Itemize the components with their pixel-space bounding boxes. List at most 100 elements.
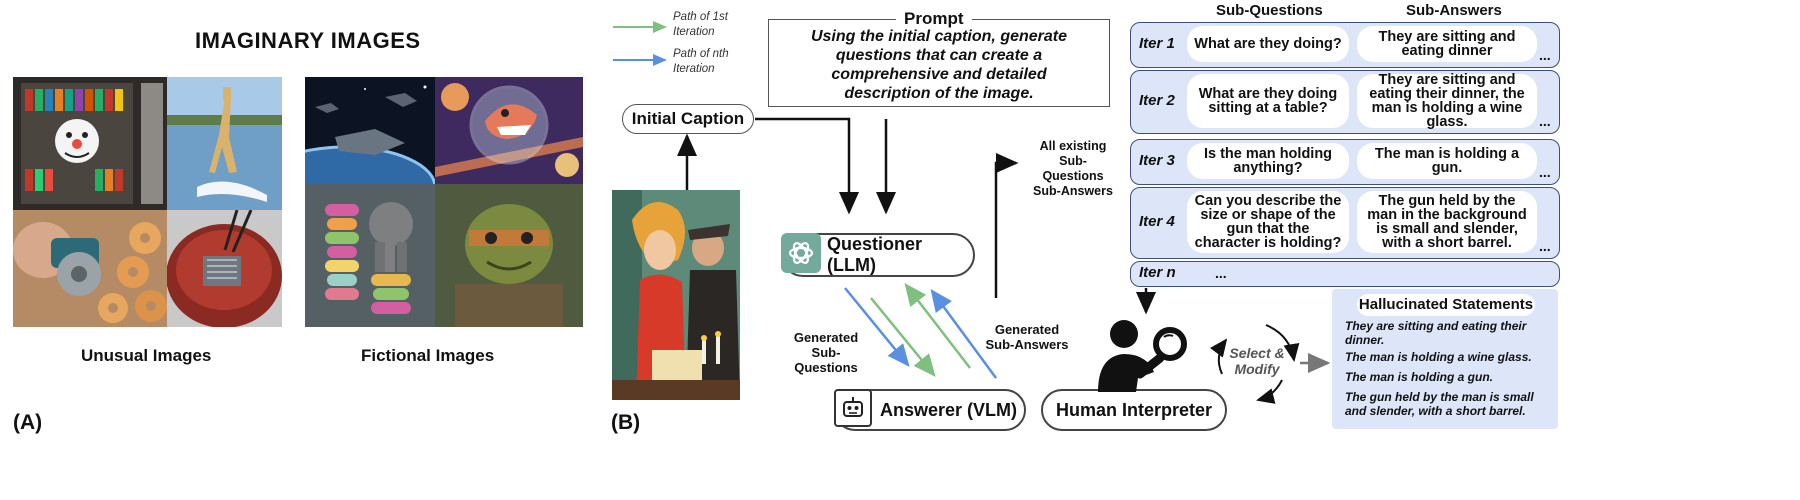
generated-sa-line2: Sub-Answers [985, 337, 1069, 352]
bowl-chip-image [167, 210, 282, 327]
all-existing-line1: All existing [1039, 139, 1107, 153]
vending-machine-image [13, 77, 167, 210]
subanswer-line: man is holding a wine [1371, 100, 1523, 116]
subquestion-text: What are they doing? [1194, 36, 1342, 52]
generated-sq-line1: Generated [793, 330, 859, 345]
hallucinated-line: They are sitting and eating their [1345, 319, 1527, 333]
person-magnifier-icon [1098, 320, 1187, 392]
generated-sa-line1: Generated [994, 322, 1060, 337]
subquestion-line: character is holding? [1194, 235, 1342, 251]
dinosaur-astronaut-image [435, 77, 583, 184]
fictional-images-caption: Fictional Images [361, 346, 495, 365]
generated-subanswers-label: Generated Sub-Answers [984, 322, 1070, 352]
row-ellipsis: ... [1539, 113, 1551, 129]
prompt-line4: description of the image. [844, 85, 1034, 102]
iteration-ellipsis: ... [1215, 265, 1227, 281]
legend-first-line2: Iteration [673, 26, 715, 38]
hallucinated-title: Hallucinated Statements [1357, 294, 1535, 316]
legend-nth-iteration: Path of nth Iteration [673, 47, 729, 77]
subanswer-line: The man is holding a [1374, 146, 1520, 162]
legend-nth-line1: Path of nth [673, 48, 729, 60]
generated-sq-line2: Sub-Questions [794, 345, 858, 375]
hallucinated-line: The gun held by the man is small [1345, 390, 1534, 404]
hallucinated-statement: The man is holding a gun. [1345, 370, 1550, 384]
select-modify-label: Select & Modify [1224, 345, 1290, 377]
panel-b-label: (B) [611, 411, 641, 434]
subquestion-line: sitting at a table? [1208, 100, 1328, 116]
answerer-label: Answerer (VLM) [880, 399, 1018, 420]
subanswer-line: eating their dinner, the [1369, 86, 1525, 102]
subanswer-line: The gun held by the [1378, 193, 1516, 209]
imaginary-images-title: IMAGINARY IMAGES [195, 28, 421, 53]
iteration-row: Iter n... [1130, 261, 1560, 287]
select-modify-line1: Select & [1229, 345, 1285, 361]
prompt-line1: Using the initial caption, generate [810, 28, 1068, 45]
prompt-text: Using the initial caption, generate ques… [778, 27, 1100, 103]
subanswers-header: Sub-Answers [1406, 2, 1502, 19]
answerer-box: Answerer (VLM) [834, 389, 1026, 431]
giraffe-waterski-image [167, 77, 282, 210]
hallucinated-line: dinner. [1345, 333, 1385, 347]
all-existing-label: All existing Sub-Questions Sub-Answers [1030, 139, 1116, 199]
initial-caption-label: Initial Caption [631, 109, 745, 128]
openai-icon [781, 233, 821, 273]
grinder-donuts-image [13, 210, 167, 327]
subanswer-line: They are sitting and [1378, 72, 1516, 88]
row-ellipsis: ... [1539, 238, 1551, 254]
panel-a-label: (A) [13, 411, 43, 434]
hallucinated-line: The man is holding a gun. [1345, 370, 1494, 384]
iteration-label: Iter n [1139, 264, 1176, 281]
prompt-title: Prompt [896, 9, 972, 29]
elephant-macarons-image [305, 184, 435, 327]
hallucinated-statement: The man is holding a wine glass. [1345, 350, 1550, 364]
legend-arrows [613, 21, 667, 66]
all-existing-line3: Sub-Answers [1033, 184, 1113, 198]
iteration-label: Iter 2 [1139, 92, 1175, 109]
questioner-box: Questioner (LLM) [781, 233, 975, 277]
legend-nth-line2: Iteration [673, 63, 715, 75]
row-ellipsis: ... [1539, 164, 1551, 180]
subquestion-line: size or shape of the [1200, 207, 1336, 223]
unusual-images-caption: Unusual Images [81, 346, 212, 365]
row-ellipsis: ... [1539, 47, 1551, 63]
subquestion-line: Is the man holding [1203, 146, 1333, 162]
prompt-line2: questions that can create a [835, 47, 1043, 64]
subanswer-line: They are sitting and [1378, 29, 1516, 45]
hallucinated-line: and slender, with a short barrel. [1345, 404, 1526, 418]
robot-icon [834, 389, 872, 427]
hallucinated-line: The man is holding a wine glass. [1345, 350, 1532, 364]
subquestion-line: What are they doing? [1194, 36, 1342, 52]
subanswer-line: with a short barrel. [1382, 235, 1512, 251]
select-modify-line2: Modify [1234, 361, 1280, 377]
subanswer-line: man in the background [1367, 207, 1527, 223]
all-existing-line2: Sub-Questions [1042, 154, 1104, 183]
legend-first-line1: Path of 1st [673, 11, 728, 23]
turtle-warrior-image [435, 184, 583, 327]
subquestion-line: gun that the [1226, 221, 1310, 237]
subquestion-line: What are they doing [1198, 86, 1338, 102]
subquestion-line: Can you describe the [1194, 193, 1342, 209]
subquestion-bubble: What are they doing? [1187, 26, 1349, 62]
iteration-label: Iter 4 [1139, 213, 1175, 230]
subquestion-line: anything? [1233, 160, 1303, 176]
subanswer-line: eating dinner [1401, 43, 1493, 59]
questioner-label: Questioner (LLM) [827, 234, 923, 275]
prompt-line3: comprehensive and detailed [831, 66, 1047, 83]
